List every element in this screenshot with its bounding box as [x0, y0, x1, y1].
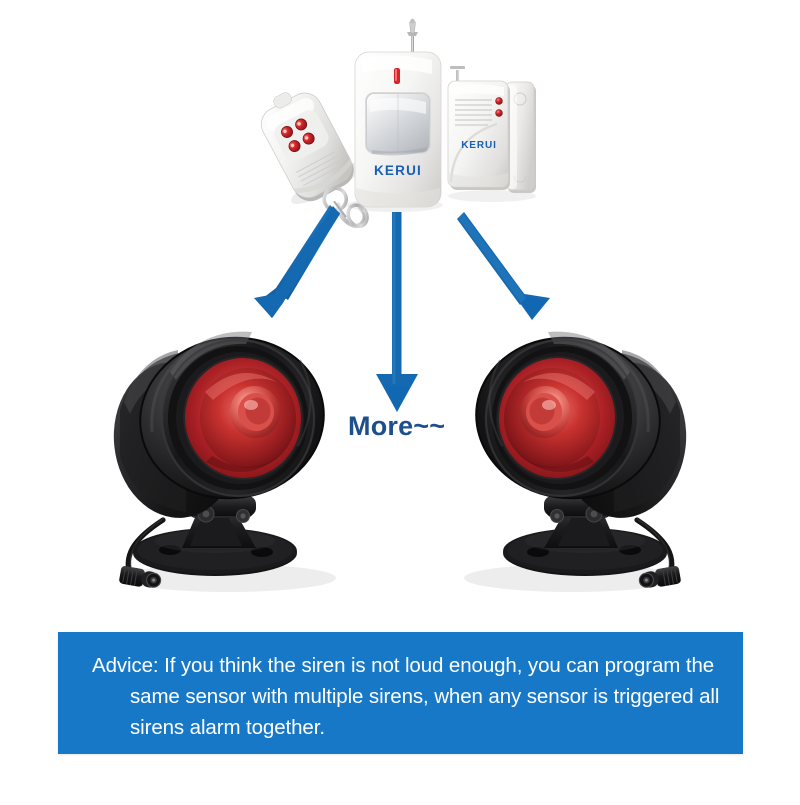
door-sensor-vents — [455, 99, 492, 126]
advice-banner: Advice: If you think the siren is not lo… — [58, 632, 743, 754]
door-sensor-antenna — [450, 66, 465, 86]
device-remote-keyfob — [260, 92, 369, 229]
device-motion-sensor: KERUI — [347, 18, 443, 212]
siren-right-cone — [498, 358, 616, 478]
door-sensor-swoosh — [449, 122, 498, 183]
advice-text: Advice: If you think the siren is not lo… — [92, 654, 720, 739]
motion-sensor-brand-logo: KERUI — [374, 163, 422, 178]
device-door-sensor: KERUI — [447, 66, 536, 202]
siren-left-rim — [160, 338, 316, 498]
siren-right — [464, 331, 687, 592]
remote-keyring — [322, 186, 369, 229]
arrow-to-right-siren — [457, 212, 550, 320]
door-sensor-brand-logo: KERUI — [461, 140, 497, 151]
siren-right-rim — [484, 338, 640, 498]
siren-left-cone — [184, 358, 302, 478]
door-sensor-leds — [495, 97, 503, 117]
siren-left — [113, 331, 336, 592]
remote-buttons — [281, 118, 315, 153]
door-sensor-magnet — [505, 81, 536, 193]
siren-left-dc-plug — [119, 566, 162, 588]
more-label: More~~ — [348, 411, 446, 441]
arrow-to-left-siren — [254, 205, 340, 318]
motion-sensor-antenna — [407, 18, 418, 62]
arrow-to-more — [376, 212, 418, 412]
motion-sensor-lens — [365, 92, 431, 156]
siren-right-dc-plug — [638, 566, 681, 588]
